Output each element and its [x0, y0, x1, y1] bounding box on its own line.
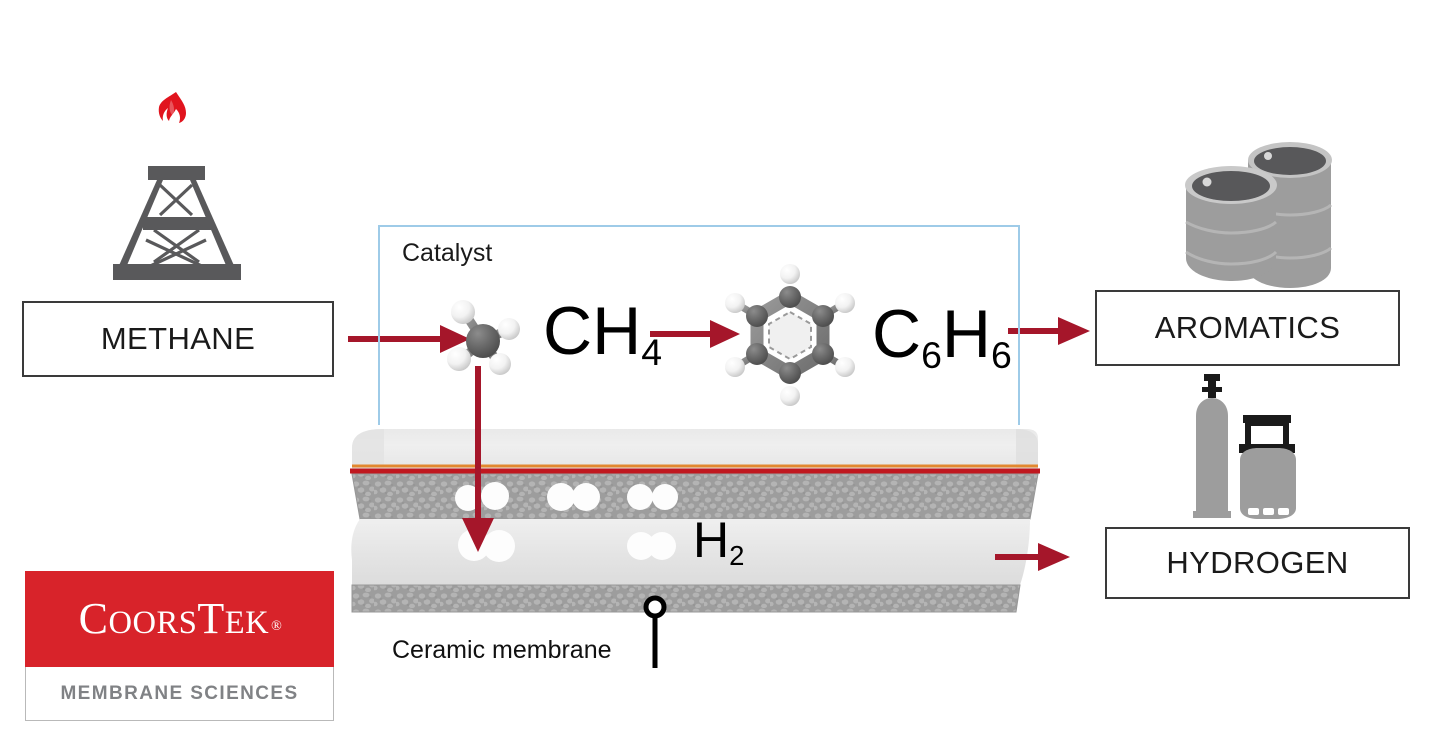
logo-word-oo: OO — [108, 605, 157, 641]
methane-label-text: METHANE — [100, 321, 256, 356]
hydrogen-bubbles-upper — [455, 482, 678, 511]
catalyst-label: Catalyst — [402, 239, 493, 267]
gas-derrick-icon — [113, 92, 241, 280]
logo-red-panel: COORSTEK® — [25, 571, 334, 667]
formula-hydrogen: H2 — [693, 512, 744, 570]
logo-wordmark: COORSTEK® — [78, 594, 283, 643]
formula-benzene: C6H6 — [872, 300, 1012, 374]
ceramic-membrane-label: Ceramic membrane — [392, 636, 612, 664]
arrow-head-methane — [440, 325, 470, 353]
formula-hydrogen-symbol: H — [693, 512, 730, 568]
logo-word-t: T — [197, 594, 225, 643]
membrane-hydrogen-channel — [351, 519, 1030, 585]
gas-cylinders-icon — [1193, 374, 1296, 519]
formula-methane-symbol: CH — [543, 293, 642, 369]
oil-barrels-icon — [1185, 142, 1332, 288]
formula-benzene-h: H — [941, 296, 992, 372]
coorstek-logo[interactable]: COORSTEK® MEMBRANE SCIENCES — [25, 571, 334, 721]
logo-word-rs: RS — [156, 605, 198, 641]
logo-tagline-text: MEMBRANE SCIENCES — [60, 682, 299, 704]
membrane-upper-porous-layer — [352, 474, 1038, 519]
hydrogen-label-text: HYDROGEN — [1166, 545, 1349, 580]
arrow-head-down — [462, 518, 494, 552]
membrane-top-slab — [352, 429, 1038, 470]
benzene-molecule-icon — [725, 264, 855, 406]
arrow-head-hydrogen — [1038, 543, 1070, 571]
formula-methane-subscript: 4 — [641, 331, 663, 374]
membrane-lower-porous-layer — [352, 585, 1020, 612]
formula-benzene-c: C — [872, 296, 922, 372]
logo-registered-mark: ® — [271, 618, 283, 635]
formula-benzene-h-subscript: 6 — [991, 334, 1012, 377]
methane-molecule-icon — [447, 300, 520, 375]
arrow-head-aromatics — [1058, 317, 1090, 345]
logo-tagline-panel: MEMBRANE SCIENCES — [25, 667, 334, 721]
flame-icon — [158, 92, 186, 123]
formula-benzene-c-subscript: 6 — [921, 334, 942, 377]
aromatics-label-text: AROMATICS — [1154, 310, 1341, 345]
formula-hydrogen-subscript: 2 — [729, 540, 745, 572]
arrow-head-benzene — [710, 320, 740, 348]
logo-word-c: C — [78, 594, 109, 643]
formula-methane: CH4 — [543, 297, 662, 371]
map-pin-icon — [643, 595, 667, 668]
ceramic-membrane-graphic — [350, 429, 1040, 613]
aromatics-label-box[interactable]: AROMATICS — [1095, 290, 1400, 366]
methane-label-box[interactable]: METHANE — [22, 301, 334, 377]
hydrogen-label-box[interactable]: HYDROGEN — [1105, 527, 1410, 599]
catalyst-region — [378, 225, 1020, 425]
logo-word-ek: EK — [224, 605, 270, 641]
